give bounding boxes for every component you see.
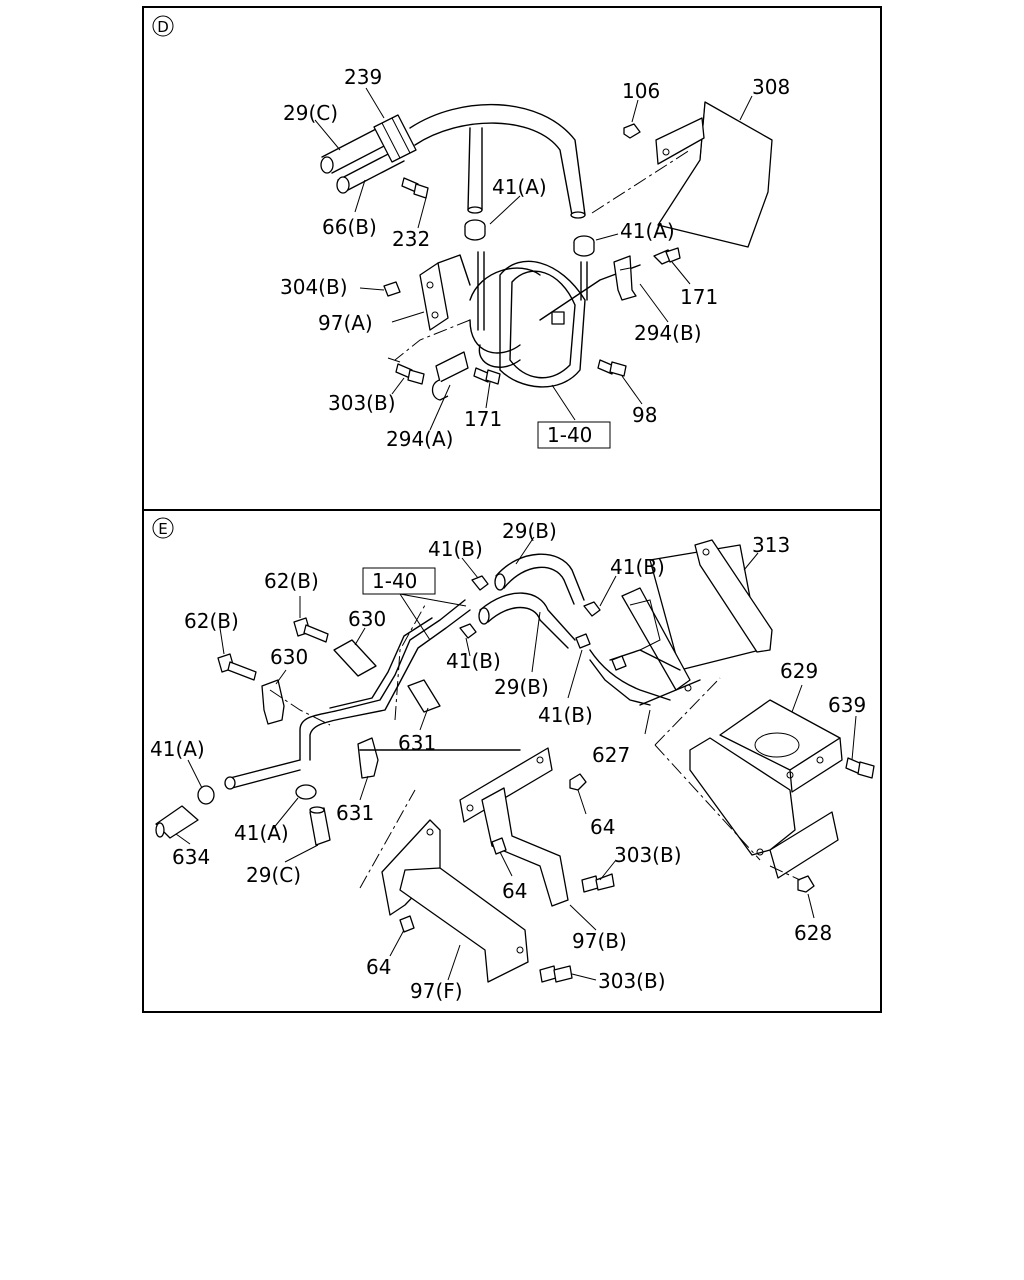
- label-303b-lower: 303(B): [598, 969, 666, 993]
- section-d-marker: D: [157, 18, 169, 36]
- label-41b-middle: 41(B): [446, 649, 501, 673]
- label-630-left: 630: [270, 645, 308, 669]
- clamps-630-631-drawing: [261, 639, 521, 779]
- section-d: D: [142, 6, 882, 511]
- section-d-marker-circle: [152, 15, 174, 37]
- label-627: 627: [592, 743, 630, 767]
- label-1-40-e: 1-40: [372, 569, 417, 593]
- label-41a-bottom: 41(A): [234, 821, 289, 845]
- bracket-308-drawing: [591, 101, 773, 248]
- leaders-e: [175, 536, 857, 981]
- label-62b-left: 62(B): [184, 609, 239, 633]
- label-97b: 97(B): [572, 929, 627, 953]
- label-639: 639: [828, 693, 866, 717]
- label-29c: 29(C): [283, 101, 338, 125]
- lower-clamps-drawing: [387, 351, 627, 401]
- label-303b: 303(B): [328, 391, 396, 415]
- label-64-middle: 64: [502, 879, 527, 903]
- section-e: E: [142, 509, 882, 1013]
- label-1-40-box-e: [362, 567, 436, 595]
- label-239: 239: [344, 65, 382, 89]
- label-64-right: 64: [590, 815, 615, 839]
- label-62b-top: 62(B): [264, 569, 319, 593]
- label-630-top: 630: [348, 607, 386, 631]
- nuts-41a-e-drawing: [155, 784, 331, 846]
- label-41b-top: 41(B): [428, 537, 483, 561]
- clip-294b-drawing: [613, 247, 681, 301]
- label-303b-upper: 303(B): [614, 843, 682, 867]
- bracket-629-drawing: [654, 677, 875, 893]
- label-41a-right: 41(A): [620, 219, 675, 243]
- label-106: 106: [622, 79, 660, 103]
- bracket-97a-drawing: [383, 254, 471, 331]
- label-232: 232: [392, 227, 430, 251]
- label-41a-top: 41(A): [492, 175, 547, 199]
- label-64-left: 64: [366, 955, 391, 979]
- tube-assembly-1-40-drawing: [394, 251, 641, 388]
- label-97a: 97(A): [318, 311, 373, 335]
- label-628: 628: [794, 921, 832, 945]
- label-41b-bottom: 41(B): [538, 703, 593, 727]
- label-308: 308: [752, 75, 790, 99]
- nuts-41a-drawing: [464, 219, 595, 257]
- section-e-marker-circle: [152, 517, 174, 539]
- pipe-assembly-e-drawing: [224, 599, 701, 790]
- label-1-40-box: [537, 421, 611, 449]
- label-634: 634: [172, 845, 210, 869]
- label-41b-right: 41(B): [610, 555, 665, 579]
- label-294a: 294(A): [386, 427, 453, 451]
- nuts-41b-drawing: [459, 575, 627, 671]
- label-631-bottom: 631: [336, 801, 374, 825]
- label-171-bottom: 171: [464, 407, 502, 431]
- label-41a-left: 41(A): [150, 737, 205, 761]
- pipe-29c-66b-drawing: [320, 103, 586, 219]
- section-e-marker: E: [158, 520, 167, 538]
- label-29b-top: 29(B): [502, 519, 557, 543]
- label-66b: 66(B): [322, 215, 377, 239]
- label-29b-bottom: 29(B): [494, 675, 549, 699]
- label-29c-e: 29(C): [246, 863, 301, 887]
- label-1-40: 1-40: [547, 423, 592, 447]
- bolt-232-drawing: [401, 177, 429, 199]
- leaders-d: [314, 87, 753, 431]
- label-631-top: 631: [398, 731, 436, 755]
- label-97f: 97(F): [410, 979, 463, 1003]
- bracket-97f-drawing: [359, 789, 573, 983]
- label-171-right: 171: [680, 285, 718, 309]
- section-e-frame: [142, 509, 882, 1013]
- tubes-29b-drawing: [478, 553, 585, 649]
- label-304b: 304(B): [280, 275, 348, 299]
- label-98: 98: [632, 403, 657, 427]
- label-313: 313: [752, 533, 790, 557]
- label-629: 629: [780, 659, 818, 683]
- bracket-97b-drawing: [459, 747, 615, 907]
- unit-313-drawing: [609, 539, 773, 692]
- bolts-62b-drawing: [217, 617, 329, 681]
- label-294b: 294(B): [634, 321, 702, 345]
